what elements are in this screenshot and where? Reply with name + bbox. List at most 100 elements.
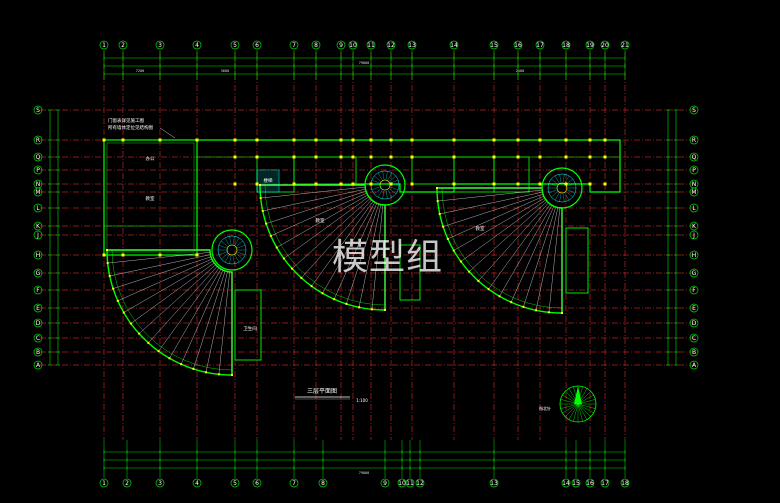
axis-bubble bbox=[415, 478, 425, 488]
column-marker bbox=[147, 341, 150, 344]
column-marker bbox=[492, 138, 496, 142]
north-arrow-ray bbox=[577, 403, 596, 409]
axis-bubble bbox=[689, 285, 699, 295]
column-marker bbox=[261, 209, 264, 212]
axis-label-right: G bbox=[692, 270, 697, 277]
seat-line bbox=[291, 198, 371, 269]
stair-tread bbox=[221, 240, 229, 247]
axis-bubble bbox=[33, 268, 43, 278]
axis-label-left: M bbox=[35, 189, 40, 196]
axis-label-top: 14 bbox=[450, 42, 458, 49]
north-arrow-ray bbox=[577, 403, 594, 414]
column-marker bbox=[112, 287, 115, 290]
column-marker bbox=[410, 138, 414, 142]
column-marker bbox=[538, 182, 542, 186]
stair-tread bbox=[232, 236, 235, 246]
axis-bubble bbox=[348, 40, 358, 50]
column-marker bbox=[121, 253, 125, 257]
axis-bubble bbox=[99, 478, 109, 488]
column-marker bbox=[498, 295, 501, 298]
seat-line bbox=[437, 189, 543, 202]
seat-line bbox=[270, 192, 367, 237]
axis-label-top: 5 bbox=[233, 42, 237, 49]
stair-tread bbox=[566, 183, 576, 187]
column-marker bbox=[452, 249, 455, 252]
axis-label-bottom: 3 bbox=[158, 480, 162, 487]
column-marker bbox=[259, 197, 262, 200]
axis-label-left: Q bbox=[36, 154, 41, 161]
axis-label-right: E bbox=[692, 305, 696, 312]
seat-line bbox=[358, 204, 382, 308]
column-marker bbox=[436, 200, 439, 203]
north-arrow-ray bbox=[562, 403, 579, 414]
stair-tread bbox=[559, 174, 562, 184]
axis-label-left: K bbox=[36, 223, 41, 230]
seat-line bbox=[113, 256, 212, 289]
stair-core bbox=[379, 179, 391, 191]
axis-label-top: 17 bbox=[536, 42, 544, 49]
axis-label-bottom: 13 bbox=[490, 480, 498, 487]
column-marker bbox=[588, 138, 592, 142]
dimension-label-top: 79800 bbox=[359, 61, 370, 65]
axis-bubble bbox=[33, 135, 43, 145]
axis-label-bottom: 18 bbox=[621, 480, 629, 487]
axis-label-bottom: 16 bbox=[586, 480, 594, 487]
column-marker bbox=[510, 301, 513, 304]
column-marker bbox=[108, 274, 111, 277]
axis-bubble bbox=[489, 478, 499, 488]
service-block bbox=[234, 289, 262, 361]
stair-tread bbox=[564, 175, 570, 184]
axis-bubble bbox=[689, 360, 699, 370]
seat-line bbox=[447, 195, 544, 240]
stair-tread bbox=[221, 253, 229, 260]
axis-bubble bbox=[689, 105, 699, 115]
column-marker bbox=[158, 138, 162, 142]
axis-label-top: 13 bbox=[408, 42, 416, 49]
axis-bubble bbox=[318, 478, 328, 488]
stair-core bbox=[226, 244, 238, 256]
axis-bubble bbox=[289, 40, 299, 50]
column-marker bbox=[255, 155, 259, 159]
seat-line bbox=[478, 202, 549, 282]
column-marker bbox=[459, 260, 462, 263]
seat-line bbox=[180, 270, 224, 365]
axis-bubble bbox=[33, 105, 43, 115]
axis-bubble bbox=[585, 40, 595, 50]
axis-label-top: 20 bbox=[601, 42, 609, 49]
axis-label-left: N bbox=[36, 181, 41, 188]
column-marker bbox=[102, 138, 106, 142]
axis-label-right: F bbox=[692, 287, 696, 294]
column-marker bbox=[255, 182, 259, 186]
axis-label-top: 4 bbox=[195, 42, 199, 49]
axis-bubble bbox=[513, 40, 523, 50]
room-label: 卫生间 bbox=[243, 325, 257, 332]
axis-bubble bbox=[689, 165, 699, 175]
wall-left-block bbox=[103, 139, 198, 256]
axis-bubble bbox=[252, 478, 262, 488]
column-marker bbox=[370, 308, 373, 311]
column-marker bbox=[516, 138, 520, 142]
axis-label-right: L bbox=[692, 205, 696, 212]
seat-line bbox=[346, 203, 379, 304]
axis-label-top: 15 bbox=[490, 42, 498, 49]
axis-label-top: 6 bbox=[255, 42, 259, 49]
axis-bubble bbox=[535, 40, 545, 50]
column-marker bbox=[384, 309, 386, 311]
column-marker bbox=[292, 182, 296, 186]
axis-label-right: M bbox=[691, 189, 696, 196]
column-marker bbox=[291, 267, 294, 270]
column-marker bbox=[205, 371, 208, 374]
stair-tower-outer bbox=[364, 164, 406, 206]
stair-tread bbox=[382, 189, 385, 199]
stair-tread bbox=[236, 251, 246, 255]
column-marker bbox=[538, 155, 542, 159]
column-marker bbox=[452, 138, 456, 142]
axis-bubble bbox=[689, 333, 699, 343]
column-marker bbox=[588, 182, 592, 186]
axis-label-top: 9 bbox=[339, 42, 343, 49]
axis-bubble bbox=[33, 152, 43, 162]
column-marker bbox=[269, 234, 272, 237]
seat-line bbox=[266, 191, 367, 224]
classroom-wing-3-inner bbox=[441, 187, 563, 309]
seat-line bbox=[193, 270, 226, 369]
